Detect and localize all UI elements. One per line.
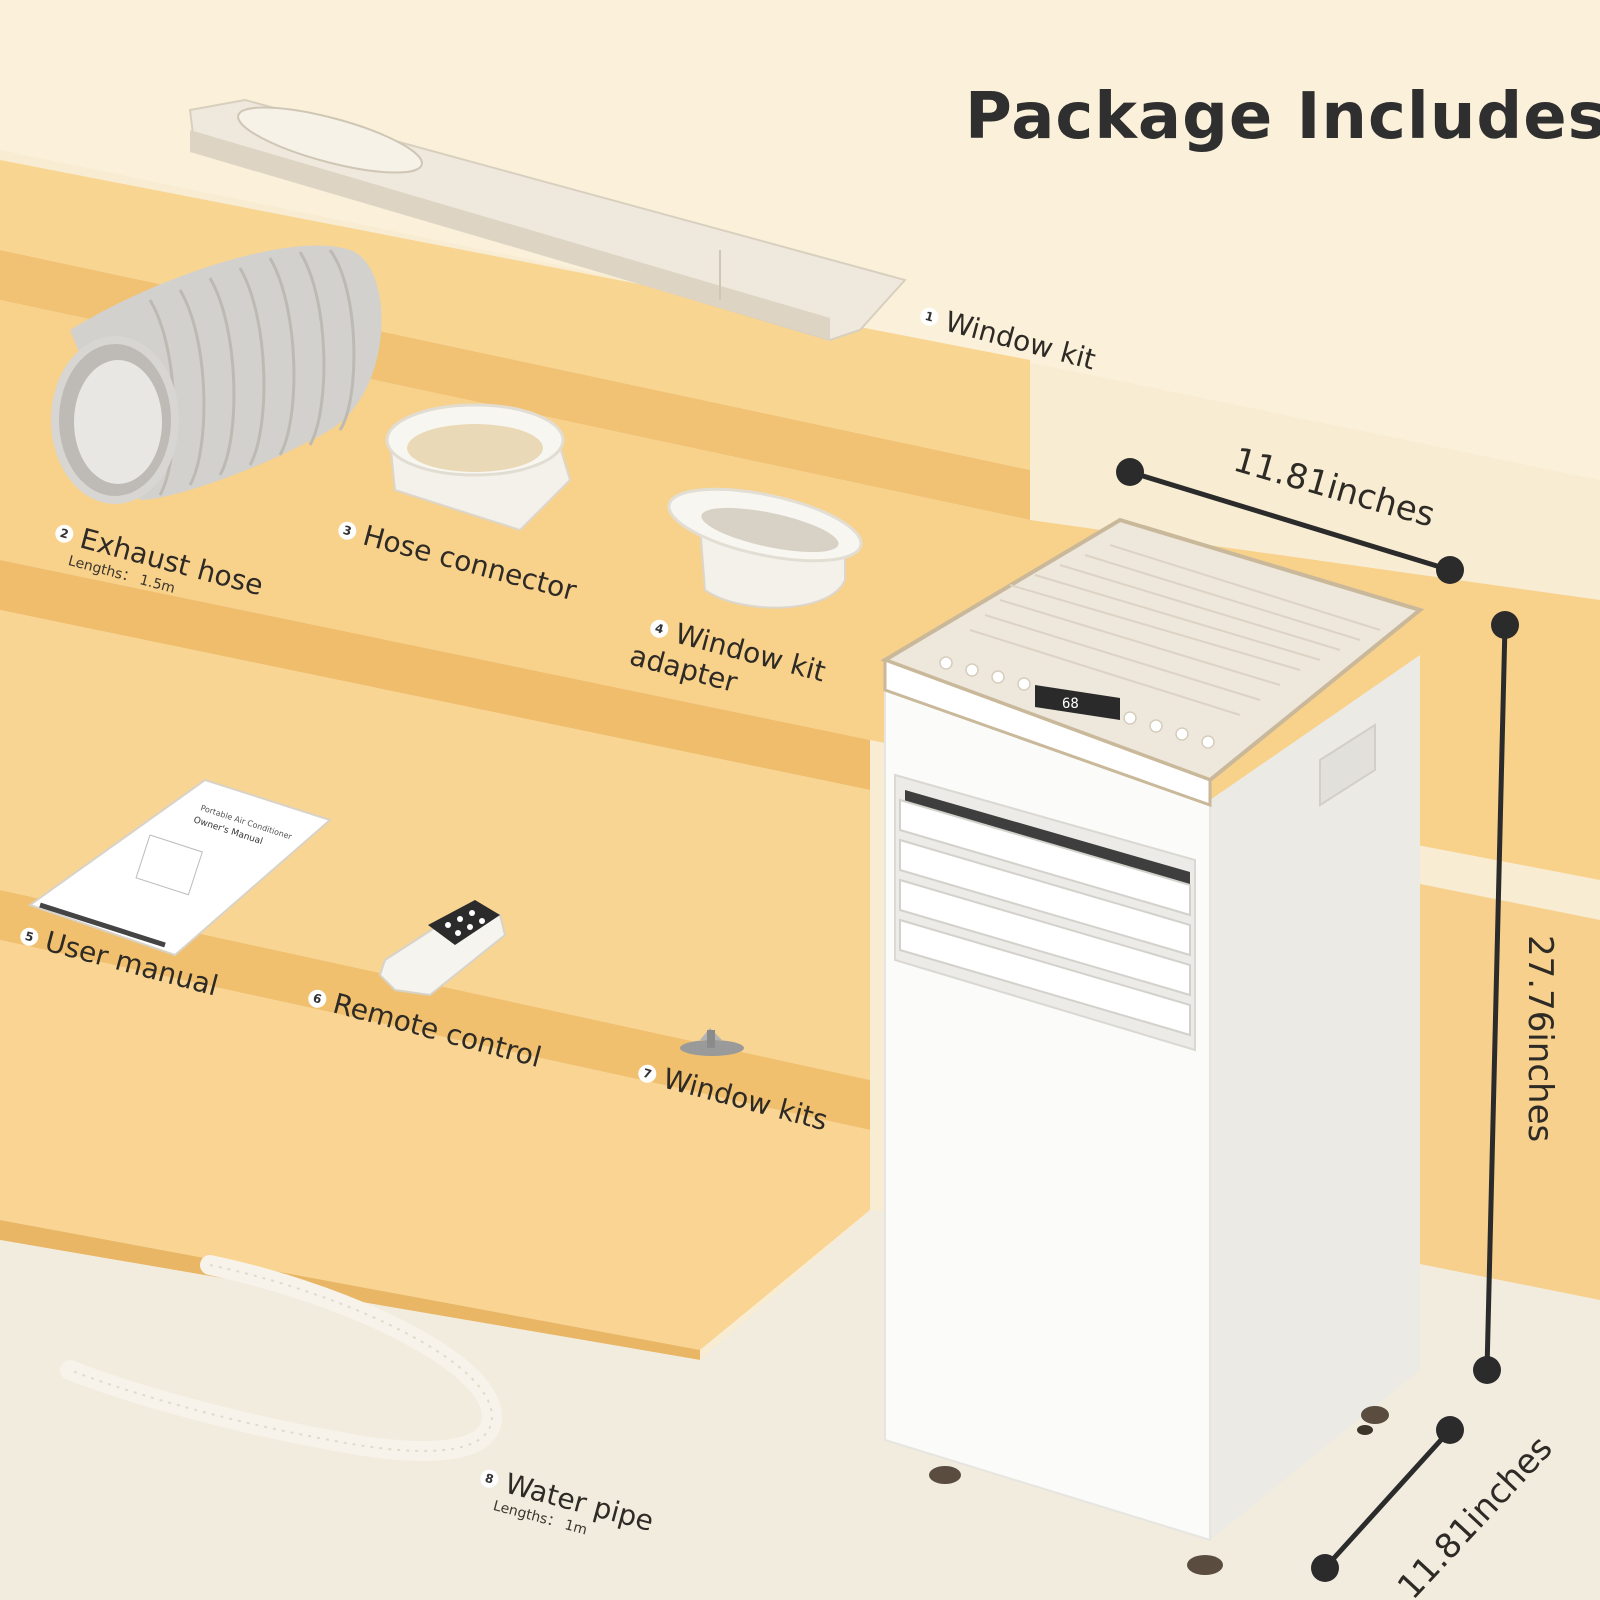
window-kit-adapter-icon bbox=[667, 487, 863, 609]
step-4-top bbox=[0, 940, 870, 1350]
item-number: 4 bbox=[648, 617, 671, 640]
step-2-front bbox=[0, 560, 870, 790]
user-manual-icon: Portable Air Conditioner Owner's Manual bbox=[27, 778, 332, 957]
step-1-top bbox=[0, 160, 1030, 470]
dimension-lines bbox=[1129, 469, 1508, 1570]
wall-upper bbox=[0, 0, 1600, 480]
dimension-dot bbox=[1436, 556, 1464, 584]
display-readout: 68 bbox=[1062, 696, 1079, 712]
window-kit-panel-icon bbox=[188, 98, 907, 342]
dimension-dot bbox=[1473, 1356, 1501, 1384]
width-dimension-line bbox=[1129, 469, 1451, 573]
dimension-dot bbox=[1491, 611, 1519, 639]
dimension-dot bbox=[1311, 1554, 1339, 1582]
item-number: 5 bbox=[18, 925, 41, 948]
height-dimension-label: 27.76inches bbox=[1520, 935, 1560, 1143]
step-4-front bbox=[0, 1220, 700, 1360]
right-step bbox=[1400, 880, 1600, 1300]
wing-screw-icon bbox=[680, 1028, 744, 1056]
exhaust-hose-icon bbox=[51, 245, 382, 504]
temperature-display bbox=[1035, 685, 1120, 720]
item-number: 1 bbox=[918, 305, 941, 328]
hose-connector-icon bbox=[385, 403, 572, 532]
step-3-top bbox=[0, 610, 870, 1080]
water-pipe-icon bbox=[60, 1255, 502, 1461]
item-number: 8 bbox=[478, 1467, 501, 1490]
dimension-dot bbox=[1116, 458, 1144, 486]
air-conditioner-unit-icon: 68 bbox=[880, 517, 1425, 1575]
item-number: 7 bbox=[636, 1062, 659, 1085]
depth-dimension-line bbox=[1323, 1428, 1452, 1570]
item-number: 2 bbox=[53, 522, 76, 545]
dimension-dot bbox=[1436, 1416, 1464, 1444]
height-dimension-line bbox=[1484, 624, 1508, 1371]
item-number: 3 bbox=[336, 519, 359, 542]
page-title: Package Includes bbox=[965, 80, 1600, 154]
item-number: 6 bbox=[306, 987, 329, 1010]
remote-control-icon bbox=[378, 900, 507, 997]
